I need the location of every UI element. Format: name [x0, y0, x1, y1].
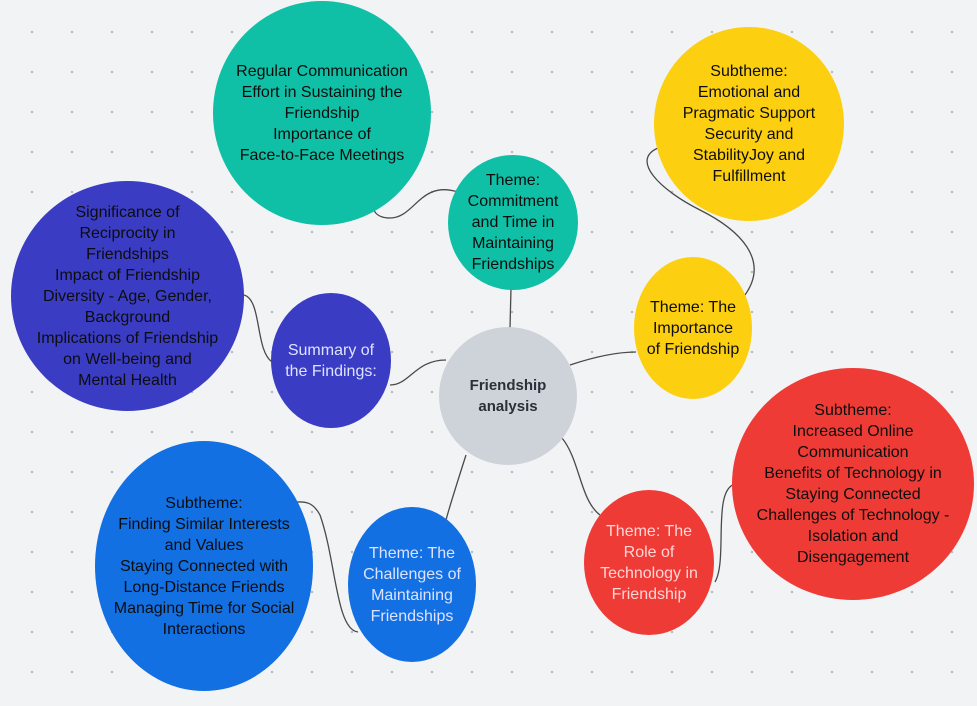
technology-subtheme-label: Subtheme: Increased Online Communication… [756, 402, 950, 566]
importance-subtheme-label: Subtheme: Emotional and Pragmatic Suppor… [682, 63, 816, 185]
summary-label: Summary of the Findings: [285, 341, 377, 380]
theme-technology-node[interactable]: Theme: The Role of Technology in Friends… [584, 490, 714, 635]
theme-commitment-node[interactable]: Theme: Commitment and Time in Maintainin… [448, 155, 578, 290]
connector-center-summary [389, 359, 447, 386]
connector-summary-details [243, 294, 273, 363]
importance-subtheme-node[interactable]: Subtheme: Emotional and Pragmatic Suppor… [654, 27, 844, 221]
connector-importance-subtheme [646, 147, 755, 296]
theme-technology-label: Theme: The Role of Technology in Friends… [600, 522, 698, 603]
connector-center-technology [561, 437, 601, 516]
connector-technology-subtheme [714, 483, 736, 583]
commitment-details-node[interactable]: Regular Communication Effort in Sustaini… [213, 1, 431, 225]
technology-subtheme-node[interactable]: Subtheme: Increased Online Communication… [732, 368, 974, 600]
summary-node[interactable]: Summary of the Findings: [271, 293, 391, 428]
central-topic-label: Friendship analysis [469, 377, 547, 415]
theme-importance-label: Theme: The Importance of Friendship [646, 298, 740, 358]
theme-challenges-label: Theme: The Challenges of Maintaining Fri… [363, 544, 461, 625]
connector-center-challenges [445, 454, 467, 521]
challenges-subtheme-label: Subtheme: Finding Similar Interests and … [113, 494, 295, 638]
connector-challenges-subtheme [296, 501, 359, 633]
theme-challenges-node[interactable]: Theme: The Challenges of Maintaining Fri… [348, 507, 476, 662]
connector-center-importance [569, 351, 637, 366]
summary-details-label: Significance of Reciprocity in Friendshi… [36, 203, 219, 389]
challenges-subtheme-node[interactable]: Subtheme: Finding Similar Interests and … [95, 441, 313, 691]
central-topic-node[interactable]: Friendship analysis [439, 327, 577, 465]
theme-commitment-label: Theme: Commitment and Time in Maintainin… [467, 172, 559, 273]
summary-details-node[interactable]: Significance of Reciprocity in Friendshi… [11, 181, 244, 411]
connector-center-commitment [509, 287, 512, 329]
theme-importance-node[interactable]: Theme: The Importance of Friendship [634, 257, 752, 399]
commitment-details-label: Regular Communication Effort in Sustaini… [236, 62, 408, 164]
